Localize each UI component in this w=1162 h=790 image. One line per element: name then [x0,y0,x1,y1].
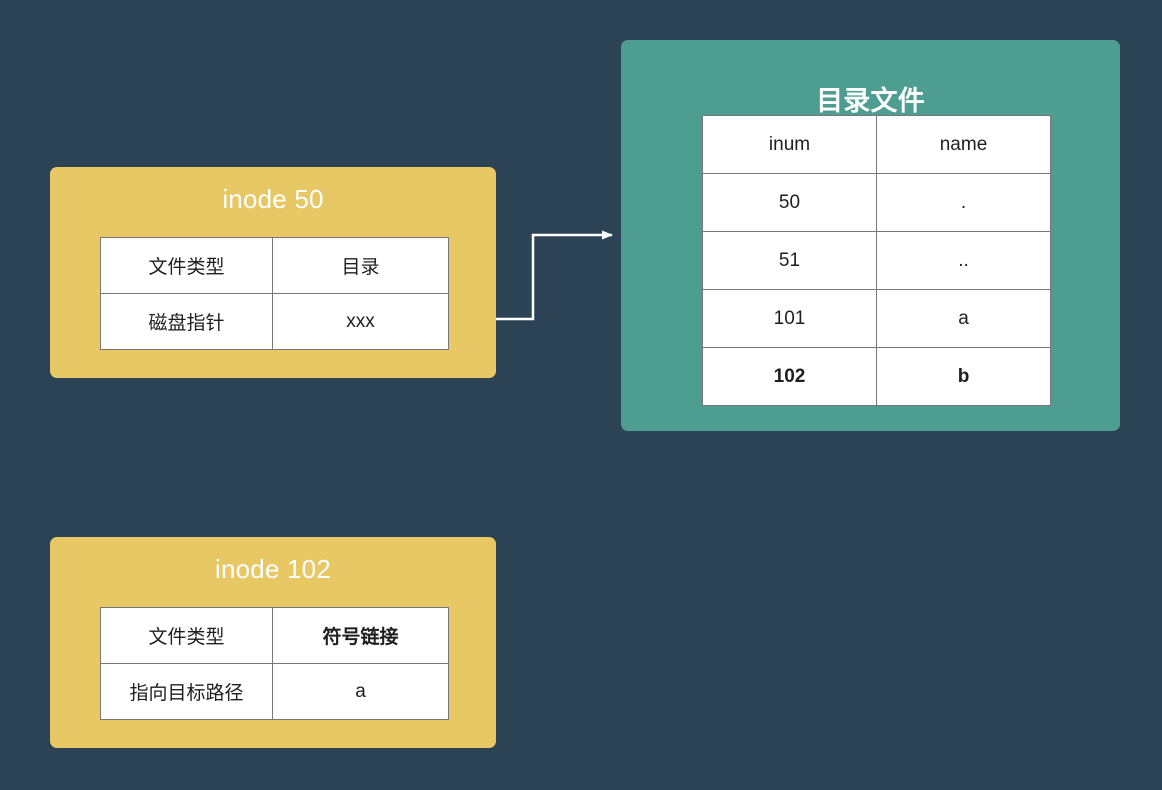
inode-102-row-1-key: 指向目标路径 [100,663,273,720]
table-row: 文件类型 目录 [100,237,449,294]
dir-row-0-name: . [876,173,1051,232]
dir-row-0-inum: 50 [702,173,877,232]
table-header-row: inum name [702,115,1051,174]
inode-102-title: inode 102 [214,554,332,584]
column-header-inum: inum [702,115,877,174]
dir-row-1-inum: 51 [702,231,877,290]
inode-50-title: inode 50 [222,184,324,214]
inode-50-row-1-key: 磁盘指针 [100,293,273,350]
table-row: 指向目标路径 a [100,663,449,720]
dir-row-1-name: .. [876,231,1051,290]
directory-entries-table: inum name 50 . 51 .. 101 a 102 b [702,115,1051,406]
dir-row-2-name: a [876,289,1051,348]
inode-102-table: 文件类型 符号链接 指向目标路径 a [100,607,449,720]
column-header-name: name [876,115,1051,174]
inode-102-row-0-key: 文件类型 [100,607,273,664]
dir-row-2-inum: 101 [702,289,877,348]
table-row: 102 b [702,347,1051,406]
table-row: 文件类型 符号链接 [100,607,449,664]
inode-102-row-0-value: 符号链接 [272,607,449,664]
inode-102-card: inode 102 文件类型 符号链接 指向目标路径 a [50,537,496,748]
directory-file-title: 目录文件 [816,86,925,116]
inode-50-row-0-value: 目录 [272,237,449,294]
inode-50-row-1-value: xxx [272,293,449,350]
table-row: 磁盘指针 xxx [100,293,449,350]
inode-50-table: 文件类型 目录 磁盘指针 xxx [100,237,449,350]
dir-row-3-inum: 102 [702,347,877,406]
directory-file-card: 目录文件 inum name 50 . 51 .. 101 a [621,40,1120,431]
table-row: 50 . [702,173,1051,232]
table-row: 101 a [702,289,1051,348]
dir-row-3-name: b [876,347,1051,406]
table-row: 51 .. [702,231,1051,290]
inode-102-row-1-value: a [272,663,449,720]
inode-50-card: inode 50 文件类型 目录 磁盘指针 xxx [50,167,496,378]
inode-50-row-0-key: 文件类型 [100,237,273,294]
